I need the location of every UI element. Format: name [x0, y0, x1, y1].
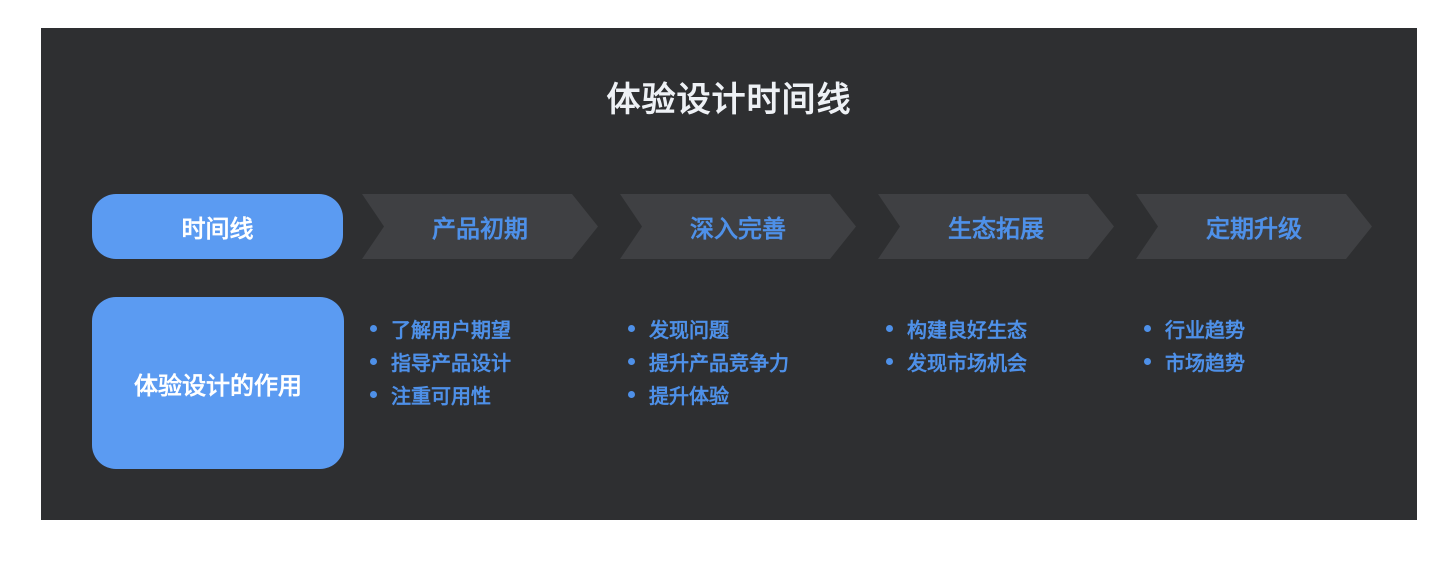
list-item-label: 发现市场机会 [907, 353, 1027, 375]
list-item: 行业趋势 [1144, 312, 1394, 345]
timeline-header-pill: 时间线 [92, 194, 343, 259]
list-item-label: 发现问题 [649, 320, 729, 342]
page-title: 体验设计时间线 [606, 81, 852, 119]
slide-panel: 体验设计时间线 时间线 产品初期 深入完善 生态拓展 定期升级 体验设计的作用 … [41, 28, 1417, 520]
bullet-dot-icon [886, 325, 893, 332]
bullet-dot-icon [1144, 358, 1151, 365]
stage-label: 深入完善 [690, 216, 786, 243]
list-item: 提升产品竞争力 [628, 345, 878, 378]
list-item: 指导产品设计 [370, 345, 620, 378]
bullet-list-product-start: 了解用户期望 指导产品设计 注重可用性 [370, 312, 620, 411]
stage-label: 定期升级 [1206, 216, 1302, 243]
bullet-dot-icon [370, 391, 377, 398]
timeline-header-label: 时间线 [181, 216, 254, 243]
list-item-label: 提升产品竞争力 [649, 353, 789, 375]
list-item-label: 构建良好生态 [907, 320, 1027, 342]
list-item: 发现市场机会 [886, 345, 1136, 378]
list-item: 发现问题 [628, 312, 878, 345]
bullet-list-regular-upgrade: 行业趋势 市场趋势 [1144, 312, 1394, 378]
list-item-label: 提升体验 [649, 386, 729, 408]
bullet-dot-icon [628, 325, 635, 332]
bullet-list-ecosystem-expand: 构建良好生态 发现市场机会 [886, 312, 1136, 378]
list-item: 市场趋势 [1144, 345, 1394, 378]
bullet-dot-icon [628, 391, 635, 398]
list-item-label: 行业趋势 [1165, 320, 1245, 342]
stage-label: 产品初期 [432, 216, 528, 243]
role-box-label: 体验设计的作用 [134, 372, 302, 400]
list-item-label: 了解用户期望 [391, 320, 511, 342]
bullet-list-deep-improve: 发现问题 提升产品竞争力 提升体验 [628, 312, 878, 411]
list-item-label: 市场趋势 [1165, 353, 1245, 375]
stage-chevron-regular-upgrade: 定期升级 [1136, 194, 1372, 259]
bullet-dot-icon [1144, 325, 1151, 332]
bullet-dot-icon [370, 358, 377, 365]
bullet-dot-icon [370, 325, 377, 332]
list-item: 构建良好生态 [886, 312, 1136, 345]
stage-chevron-product-start: 产品初期 [362, 194, 598, 259]
list-item-label: 注重可用性 [391, 386, 491, 408]
bullet-dot-icon [886, 358, 893, 365]
list-item: 了解用户期望 [370, 312, 620, 345]
list-item: 提升体验 [628, 378, 878, 411]
list-item-label: 指导产品设计 [391, 353, 511, 375]
stage-chevron-ecosystem-expand: 生态拓展 [878, 194, 1114, 259]
stage-chevron-deep-improve: 深入完善 [620, 194, 856, 259]
stage-label: 生态拓展 [948, 216, 1044, 243]
bullet-dot-icon [628, 358, 635, 365]
list-item: 注重可用性 [370, 378, 620, 411]
role-box: 体验设计的作用 [92, 297, 344, 469]
